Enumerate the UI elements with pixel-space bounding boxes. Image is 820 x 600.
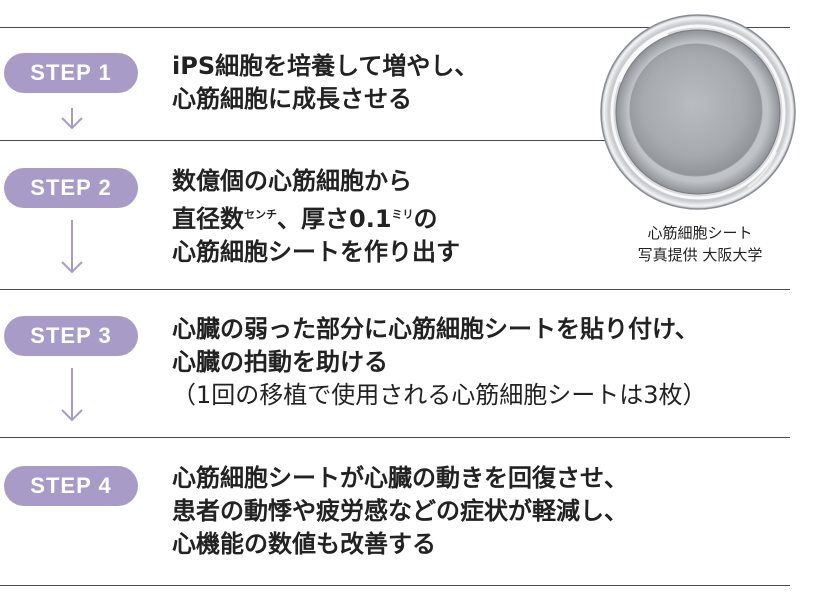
step-3-text: 心臓の弱った部分に心筋細胞シートを貼り付け、 心臓の拍動を助ける （1回の移植で… <box>172 313 707 412</box>
step-2-line-3: 心筋細胞シートを作り出す <box>172 238 460 266</box>
down-arrow-icon <box>57 106 87 130</box>
step-1-text: iPS細胞を培養して増やし、 心筋細胞に成長させる <box>172 50 478 116</box>
photo-credit: 写真提供 大阪大学 <box>637 246 763 264</box>
step-4-line-3: 心機能の数値も改善する <box>172 530 436 558</box>
step-2-badge: STEP 2 <box>4 168 138 208</box>
step-2-line-2: 直径数センチ、厚さ0.1ミリの <box>172 205 438 233</box>
step-3-note: （1回の移植で使用される心筋細胞シートは3枚） <box>172 381 707 409</box>
step-1-line-1: iPS細胞を培養して増やし、 <box>172 52 479 80</box>
step-2-line-1: 数億個の心筋細胞から <box>172 167 412 195</box>
step-4-line-2: 患者の動悸や疲労感などの症状が軽減し、 <box>172 497 628 525</box>
photo-caption: 心筋細胞シート 写真提供 大阪大学 <box>600 222 800 266</box>
step-1-badge: STEP 1 <box>4 53 138 93</box>
cardiomyocyte-sheet-photo <box>598 12 798 212</box>
step-1-line-2: 心筋細胞に成長させる <box>172 85 412 113</box>
divider-3 <box>0 437 790 438</box>
down-arrow-icon <box>57 366 87 422</box>
step-4-text: 心筋細胞シートが心臓の動きを回復させ、 患者の動悸や疲労感などの症状が軽減し、 … <box>172 462 628 561</box>
step-2-text: 数億個の心筋細胞から 直径数センチ、厚さ0.1ミリの 心筋細胞シートを作り出す <box>172 165 460 269</box>
step-3-line-2: 心臓の拍動を助ける <box>172 348 388 376</box>
step-3-line-1: 心臓の弱った部分に心筋細胞シートを貼り付け、 <box>172 315 699 343</box>
step-4-line-1: 心筋細胞シートが心臓の動きを回復させ、 <box>172 464 628 492</box>
step-3-badge: STEP 3 <box>4 316 138 356</box>
step-4-badge: STEP 4 <box>4 466 138 506</box>
divider-1 <box>0 140 790 141</box>
unit-milli: ミリ <box>391 208 414 221</box>
down-arrow-icon <box>57 218 87 274</box>
photo-caption-title: 心筋細胞シート <box>647 224 753 242</box>
divider-2 <box>0 289 790 290</box>
divider-bottom <box>0 585 790 586</box>
divider-top <box>0 27 790 28</box>
unit-centi: センチ <box>244 208 277 221</box>
